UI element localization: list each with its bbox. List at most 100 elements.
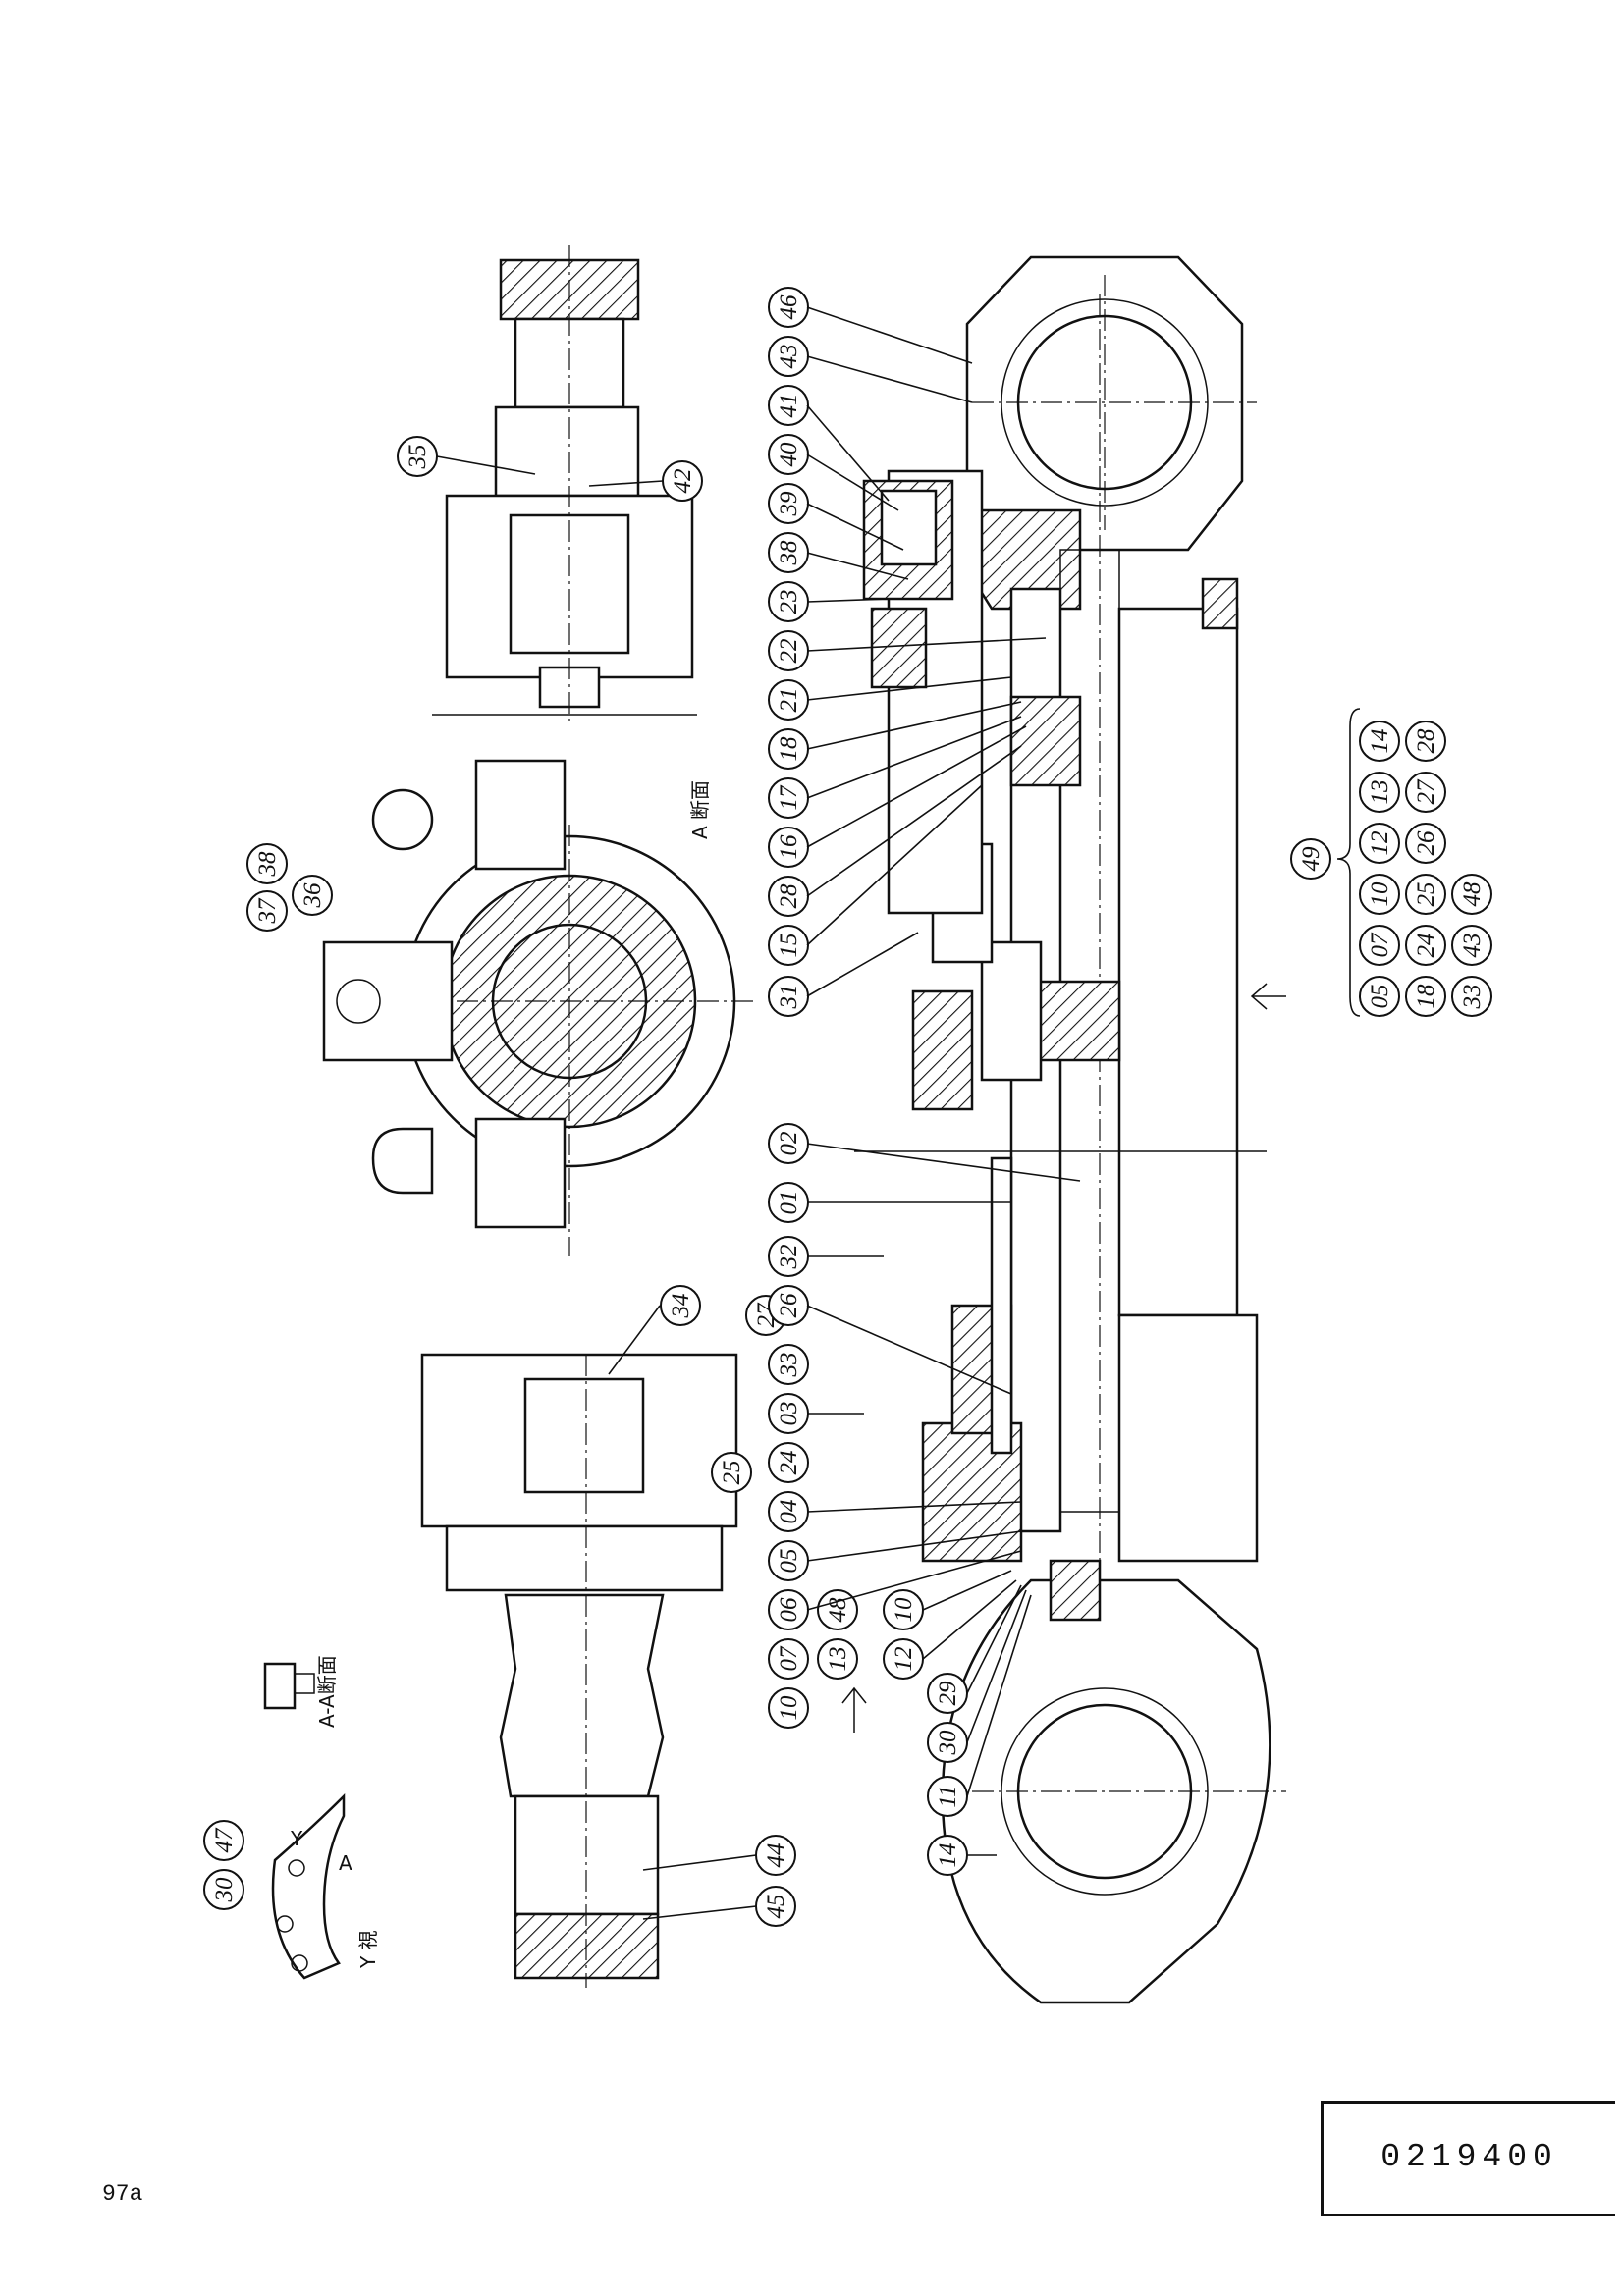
kit-49-item: 24 bbox=[1405, 925, 1446, 966]
svg-text:33: 33 bbox=[776, 1353, 802, 1378]
callout-10b: 10 bbox=[883, 1589, 924, 1630]
svg-text:23: 23 bbox=[776, 590, 802, 614]
svg-text:07: 07 bbox=[776, 1645, 802, 1672]
callout-15: 15 bbox=[768, 925, 809, 966]
kit-49-item-label: 05 bbox=[1367, 985, 1393, 1009]
callout-48: 48 bbox=[817, 1589, 858, 1630]
svg-text:36: 36 bbox=[299, 882, 326, 909]
callout-05: 05 bbox=[768, 1540, 809, 1581]
callout-38b: 38 bbox=[246, 843, 288, 884]
svg-text:14: 14 bbox=[935, 1843, 961, 1868]
svg-text:18: 18 bbox=[776, 736, 802, 762]
callout-30: 30 bbox=[927, 1722, 968, 1763]
kit-49-item: 26 bbox=[1405, 823, 1446, 864]
kit-49-item-label: 13 bbox=[1367, 780, 1393, 805]
svg-text:34: 34 bbox=[668, 1294, 694, 1319]
callout-04: 04 bbox=[768, 1491, 809, 1532]
leader-lines bbox=[436, 306, 1081, 1920]
kit-49-item-label: 18 bbox=[1413, 984, 1439, 1009]
callout-07: 07 bbox=[768, 1638, 809, 1680]
drawing-number: 0219400 bbox=[1380, 2139, 1558, 2175]
main-cylinder-section bbox=[841, 255, 1286, 2004]
section-a-label: A 断面 bbox=[688, 780, 712, 839]
page-number: 97a bbox=[102, 2181, 143, 2207]
svg-text:41: 41 bbox=[776, 394, 802, 418]
svg-text:39: 39 bbox=[776, 491, 802, 517]
svg-text:30: 30 bbox=[935, 1730, 961, 1756]
kit-49-item: 14 bbox=[1359, 721, 1400, 762]
kit-49-item: 27 bbox=[1405, 772, 1446, 813]
head-end-view-bottom bbox=[420, 1353, 738, 1988]
svg-text:17: 17 bbox=[776, 784, 802, 811]
svg-text:38: 38 bbox=[254, 851, 281, 878]
callout-39: 39 bbox=[768, 483, 809, 524]
callout-14: 14 bbox=[927, 1835, 968, 1876]
svg-text:10: 10 bbox=[891, 1597, 917, 1623]
callout-45: 45 bbox=[755, 1886, 796, 1927]
drawing-number-box: 0219400 bbox=[1321, 2101, 1615, 2216]
kit-49-item-label: 07 bbox=[1367, 932, 1393, 958]
callout-18: 18 bbox=[768, 728, 809, 770]
callout-25: 25 bbox=[711, 1452, 752, 1493]
kit-49-item: 05 bbox=[1359, 976, 1400, 1017]
callout-40: 40 bbox=[768, 434, 809, 475]
callout-49: 49 bbox=[1290, 838, 1331, 880]
kit-49-item: 12 bbox=[1359, 823, 1400, 864]
rod-gland bbox=[911, 989, 974, 1111]
kit-49-item-label: 27 bbox=[1413, 778, 1439, 805]
detail-y-view bbox=[271, 1792, 346, 1980]
callout-41: 41 bbox=[768, 385, 809, 426]
arrow-a-label: A bbox=[339, 1851, 352, 1875]
svg-text:04: 04 bbox=[776, 1500, 802, 1524]
callout-02: 02 bbox=[768, 1123, 809, 1164]
svg-text:10: 10 bbox=[776, 1695, 802, 1721]
svg-text:49: 49 bbox=[1298, 846, 1325, 872]
arrow-y-label: Y bbox=[290, 1827, 303, 1850]
svg-text:38: 38 bbox=[776, 540, 802, 566]
callout-01: 01 bbox=[768, 1182, 809, 1223]
piston-body bbox=[1009, 695, 1082, 787]
svg-text:35: 35 bbox=[405, 445, 431, 470]
svg-text:43: 43 bbox=[776, 345, 802, 369]
svg-text:40: 40 bbox=[776, 442, 802, 467]
callout-17: 17 bbox=[768, 777, 809, 819]
rod-end-view-top bbox=[432, 245, 697, 721]
svg-text:44: 44 bbox=[763, 1843, 789, 1868]
svg-text:11: 11 bbox=[935, 1785, 961, 1807]
svg-text:01: 01 bbox=[776, 1191, 802, 1215]
kit-49-item: 48 bbox=[1451, 874, 1492, 915]
kit-49-item-label: 25 bbox=[1413, 882, 1439, 907]
callout-28: 28 bbox=[768, 876, 809, 917]
svg-text:46: 46 bbox=[776, 294, 802, 320]
kit-49-item-label: 24 bbox=[1413, 934, 1439, 958]
callout-26: 26 bbox=[768, 1285, 809, 1326]
svg-text:37: 37 bbox=[254, 897, 281, 925]
view-y-label: Y 視 bbox=[356, 1930, 380, 1969]
callout-06: 06 bbox=[768, 1589, 809, 1630]
kit-49-item-label: 14 bbox=[1367, 729, 1393, 754]
callout-23: 23 bbox=[768, 581, 809, 622]
section-aa-label: A-A断面 bbox=[315, 1655, 339, 1728]
flow-arrow-down bbox=[841, 1686, 867, 1733]
rod-end-collar bbox=[1117, 1313, 1259, 1563]
callout-36: 36 bbox=[292, 875, 333, 916]
svg-text:16: 16 bbox=[776, 834, 802, 860]
svg-text:25: 25 bbox=[719, 1461, 745, 1485]
callout-47: 47 bbox=[203, 1820, 244, 1861]
kit-49-item: 18 bbox=[1405, 976, 1446, 1017]
kit-49-item-label: 33 bbox=[1459, 985, 1486, 1010]
callout-12: 12 bbox=[883, 1638, 924, 1680]
callout-11: 11 bbox=[927, 1776, 968, 1817]
callout-10: 10 bbox=[768, 1687, 809, 1729]
callout-44: 44 bbox=[755, 1835, 796, 1876]
callout-31: 31 bbox=[768, 976, 809, 1017]
callout-38: 38 bbox=[768, 532, 809, 573]
svg-text:24: 24 bbox=[776, 1451, 802, 1475]
kit-49-item-label: 26 bbox=[1413, 830, 1439, 856]
svg-text:28: 28 bbox=[776, 883, 802, 909]
kit-49-item: 33 bbox=[1451, 976, 1492, 1017]
svg-text:45: 45 bbox=[763, 1895, 789, 1919]
svg-text:05: 05 bbox=[776, 1549, 802, 1574]
callout-43: 43 bbox=[768, 336, 809, 377]
